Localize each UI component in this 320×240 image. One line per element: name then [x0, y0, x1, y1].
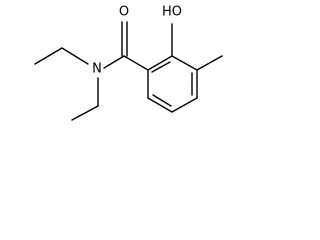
- diethyl-groups: [34, 47, 99, 121]
- atom-label-hydroxyl: HO: [162, 5, 182, 20]
- ring-bond-c3-c4: [147, 97, 173, 113]
- ring-bond-c1-c2: [147, 55, 173, 71]
- ring-bond-c6-c1: [171, 55, 198, 71]
- bond-ring-to-methyl: [196, 55, 223, 71]
- ring-substituents: [171, 23, 223, 71]
- ring-bond-c4-c5: [171, 97, 198, 113]
- bond-nitrogen-to-ethyl-upper: [61, 47, 89, 65]
- amide-group: [103, 21, 149, 71]
- atom-label-oxygen: O: [119, 5, 129, 20]
- bond-carbonyl-to-nitrogen: [103, 55, 125, 69]
- ring-double-bond-inner-2: [152, 94, 172, 107]
- chemical-structure-diagram: O N HO: [34, 5, 223, 121]
- bond-ring-to-carbonyl: [123, 55, 149, 71]
- ethyl-upper-ch2-ch3: [34, 47, 63, 65]
- ethyl-lower-ch2-ch3: [71, 105, 99, 121]
- benzene-ring: [147, 55, 198, 113]
- ring-double-bond-inner-1: [151, 61, 171, 73]
- atom-label-nitrogen: N: [92, 62, 102, 77]
